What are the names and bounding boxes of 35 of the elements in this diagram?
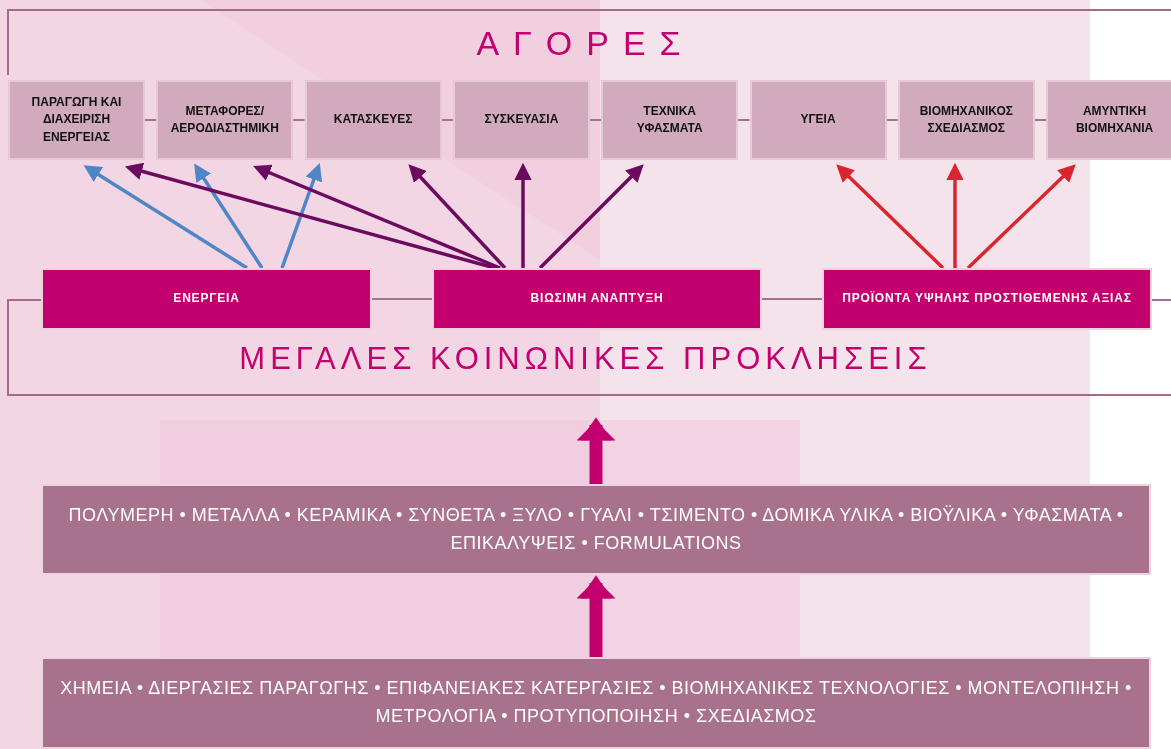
connector-line bbox=[1033, 119, 1048, 121]
arrow bbox=[280, 163, 323, 269]
challenge-box: ΒΙΩΣΙΜΗ ΑΝΑΠΤΥΞΗ bbox=[432, 268, 762, 330]
market-box: ΤΕΧΝΙΚΑ ΥΦΑΣΜΑΤΑ bbox=[601, 80, 739, 160]
arrow bbox=[194, 163, 264, 269]
connector-line bbox=[761, 298, 823, 300]
market-box: ΑΜΥΝΤΙΚΗ ΒΙΟΜΗΧΑΝΙΑ bbox=[1046, 80, 1171, 160]
connector-line bbox=[144, 119, 158, 121]
connector-line bbox=[737, 119, 751, 121]
arrow bbox=[83, 165, 248, 270]
arrow bbox=[538, 164, 644, 270]
arrow bbox=[124, 162, 496, 270]
section-heading: ΑΓΟΡΕΣ bbox=[476, 24, 695, 63]
topic-box: ΧΗΜΕΙΑ • ΔΙΕΡΓΑΣΙΕΣ ΠΑΡΑΓΩΓΗΣ • ΕΠΙΦΑΝΕΙΑΚΕΣ ΚΑΤΕΡΓΑΣΙΕΣ • ΒΙΟΜΗΧΑΝΙΚΕΣ ΤΕΧΝΟΛΟΓΙΕΣ • ΜΟΝΤΕΛΟΠΙΗΣΗ • ΜΕΤΡΟΛΟΓΙΑ • ΠΡΟΤΥΠΟΠΟΙΗΣΗ • ΣΧΕΔΙΑΣΜΟΣ bbox=[41, 657, 1151, 749]
connector-line bbox=[885, 119, 899, 121]
challenge-box: ΠΡΟΪΟΝΤΑ ΥΨΗΛΗΣ ΠΡΟΣΤΙΘΕΜΕΝΗΣ ΑΞΙΑΣ bbox=[822, 268, 1152, 330]
connector-line bbox=[440, 119, 454, 121]
market-box: ΜΕΤΑΦΟΡΕΣ/ ΑΕΡΟΔΙΑΣΤΗΜΙΚΗ bbox=[156, 80, 294, 160]
connector-line bbox=[292, 119, 306, 121]
market-box: ΚΑΤΑΣΚΕΥΕΣ bbox=[304, 80, 442, 160]
challenge-box: ΕΝΕΡΓΕΙΑ bbox=[41, 268, 372, 330]
arrow bbox=[836, 164, 945, 270]
arrow bbox=[408, 164, 507, 270]
connector-line bbox=[588, 119, 603, 121]
market-box: ΣΥΣΚΕΥΑΣΙΑ bbox=[452, 80, 590, 160]
arrow bbox=[514, 162, 532, 268]
market-box: ΠΑΡΑΓΩΓΗ ΚΑΙ ΔΙΑΧΕΙΡΙΣΗ ΕΝΕΡΓΕΙΑΣ bbox=[8, 80, 145, 160]
topic-box: ΠΟΛΥΜΕΡΗ • ΜΕΤΑΛΛΑ • ΚΕΡΑΜΙΚΑ • ΣΥΝΘΕΤΑ • ΞΥΛΟ • ΓΥΑΛΙ • ΤΣΙΜΕΝΤΟ • ΔΟΜΙΚΑ ΥΛΙΚΑ • ΒΙΟΫΛΙΚΑ • ΥΦΑΣΜΑΤΑ • ΕΠΙΚΑΛΥΨΕΙΣ • FORMULATIONS bbox=[41, 484, 1151, 575]
market-box: ΒΙΟΜΗΧΑΝΙΚΟΣ ΣΧΕΔΙΑΣΜΟΣ bbox=[897, 80, 1035, 160]
arrow bbox=[966, 164, 1076, 270]
section-heading: ΜΕΓΑΛΕΣ ΚΟΙΝΩΝΙΚΕΣ ΠΡΟΚΛΗΣΕΙΣ bbox=[239, 341, 932, 377]
arrow bbox=[946, 162, 964, 268]
arrow bbox=[253, 164, 501, 270]
connector-line bbox=[371, 298, 433, 300]
market-box: ΥΓΕΙΑ bbox=[749, 80, 887, 160]
